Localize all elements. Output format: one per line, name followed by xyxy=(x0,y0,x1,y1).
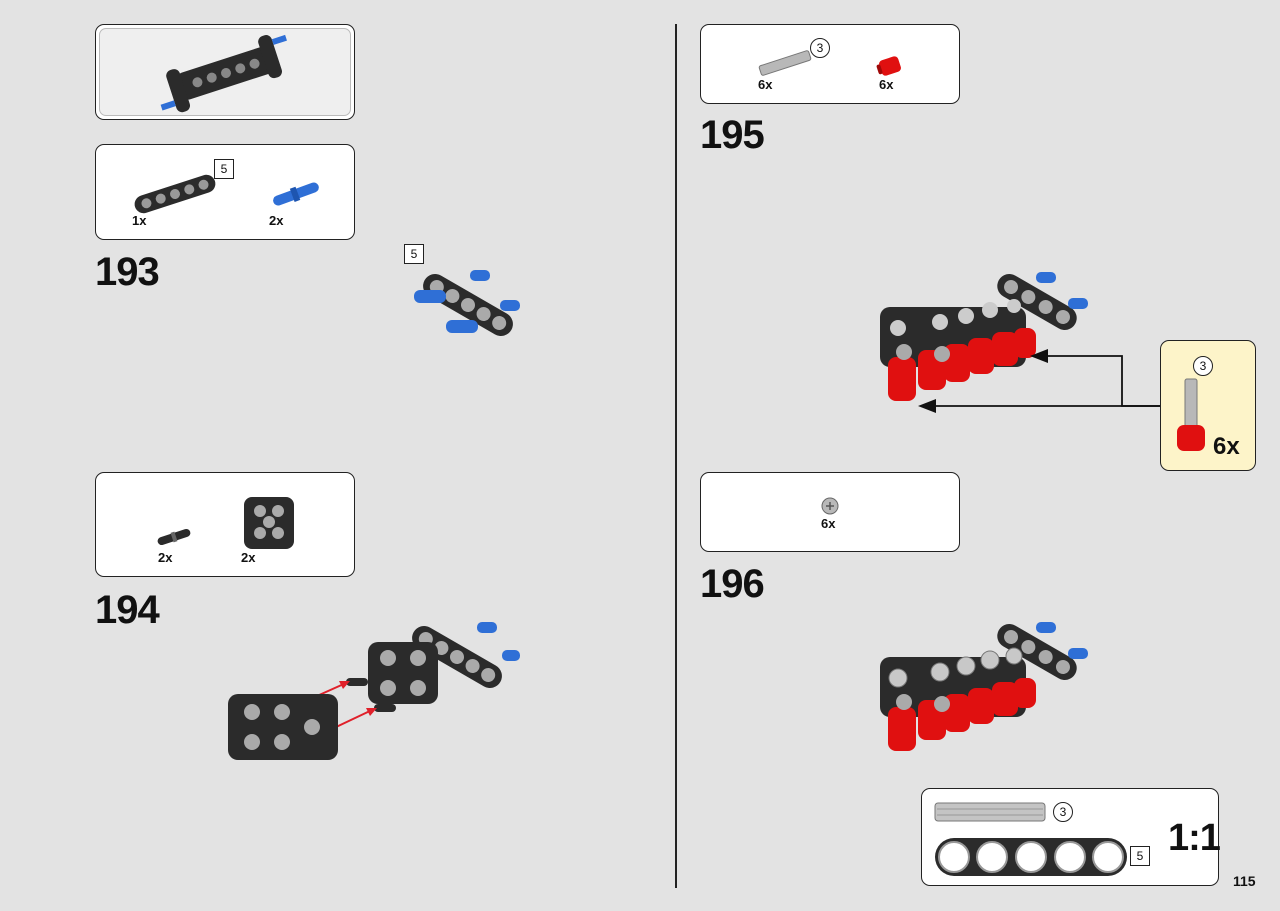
callout-axle-badge: 3 xyxy=(1193,356,1213,376)
grey-bush-icon xyxy=(821,497,839,515)
red-bush-icon xyxy=(876,56,901,76)
axle-with-bush-icon xyxy=(1177,378,1205,451)
beam-5-icon xyxy=(134,174,216,214)
part-qty: 2x xyxy=(241,550,256,565)
black-pin-icon xyxy=(157,528,191,546)
part-qty: 1x xyxy=(132,213,147,228)
parts-panel-193: 5 1x 2x xyxy=(95,144,355,240)
callout-arrows xyxy=(918,349,1160,413)
parts-panel-195: 3 6x 6x xyxy=(700,24,960,104)
part-qty: 2x xyxy=(269,213,284,228)
subassembly-callout: 3 6x xyxy=(1160,340,1256,471)
beam-5-scale-icon xyxy=(935,838,1127,876)
submodel-illustration xyxy=(160,34,287,113)
scale-label: 1:1 xyxy=(1168,817,1221,859)
step-194-model xyxy=(228,622,520,760)
step-195-model xyxy=(880,272,1088,401)
blue-pin-icon xyxy=(273,182,319,206)
part-qty: 6x xyxy=(821,516,836,531)
beam-length-badge: 5 xyxy=(214,159,234,179)
submodel-reminder-panel xyxy=(95,24,355,120)
part-qty: 6x xyxy=(879,77,894,92)
scale-reference-panel: 3 5 xyxy=(921,788,1219,886)
parts-panel-196: 6x xyxy=(700,472,960,552)
callout-qty: 6x xyxy=(1213,433,1240,460)
connector-block-icon xyxy=(244,497,294,549)
scale-beam-badge: 5 xyxy=(1130,846,1150,866)
step-196-model xyxy=(880,622,1088,751)
step-number-196: 196 xyxy=(700,562,765,606)
step-number-195: 195 xyxy=(700,113,765,157)
axle-3-scale-icon xyxy=(934,802,1046,822)
page-divider xyxy=(675,24,677,888)
page-number: 115 xyxy=(1233,873,1256,889)
grey-axle-3-icon xyxy=(758,50,812,76)
parts-panel-194: 2x 2x xyxy=(95,472,355,577)
part-qty: 6x xyxy=(758,77,773,92)
part-qty: 2x xyxy=(158,550,173,565)
step-number-194: 194 xyxy=(95,588,160,632)
model-beam-badge: 5 xyxy=(404,244,424,264)
step-number-193: 193 xyxy=(95,250,160,294)
step-193-model xyxy=(414,270,520,336)
axle-length-badge: 3 xyxy=(810,38,830,58)
scale-axle-badge: 3 xyxy=(1053,802,1073,822)
